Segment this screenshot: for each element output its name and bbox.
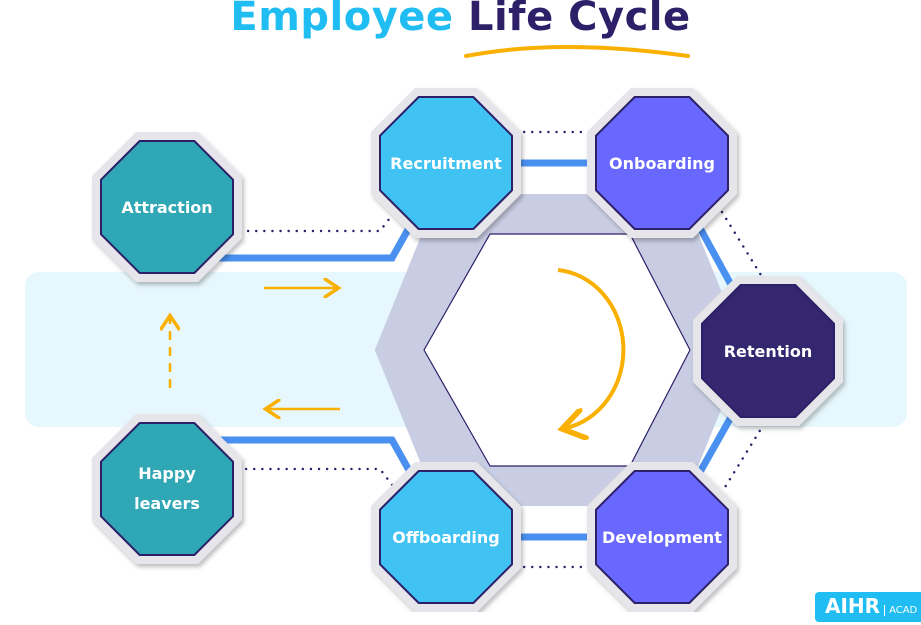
stage-node-happy-leavers: Happy leavers <box>92 414 242 564</box>
connectors <box>214 159 739 541</box>
title-part-1: Employee <box>230 0 454 40</box>
stage-node-attraction: Attraction <box>92 132 242 282</box>
stage-node-shape <box>701 284 835 418</box>
hexagon-center <box>423 233 691 467</box>
stage-label: Offboarding <box>392 528 499 547</box>
stage-label: Happy <box>138 464 196 483</box>
stage-node-shape <box>379 470 513 604</box>
stage-node-recruitment: Recruitment <box>371 88 521 238</box>
stage-label: Recruitment <box>390 154 502 173</box>
stage-node-retention: Retention <box>693 276 843 426</box>
title-underline <box>464 45 690 58</box>
stage-label: leavers <box>134 494 200 513</box>
life-cycle-diagram: Attraction Recruitment OnboardingRetention… <box>25 45 907 612</box>
stage-node-shape <box>100 140 234 274</box>
stage-label: Attraction <box>121 198 212 217</box>
stage-label: Onboarding <box>609 154 715 173</box>
stage-node-shape <box>595 96 729 230</box>
stage-node-offboarding: Offboarding <box>371 462 521 612</box>
title-part-2: Life Cycle <box>467 0 691 40</box>
stage-node-shape <box>100 422 234 556</box>
page-title: Employee Life Cycle <box>0 0 921 40</box>
cycle-arrow <box>558 268 626 428</box>
stage-node-shape <box>379 96 513 230</box>
stage-node-development: Development <box>587 462 737 612</box>
stage-label: Retention <box>724 342 813 361</box>
stage-label: Development <box>602 528 722 547</box>
dotted-connectors <box>236 130 766 569</box>
stage-node-onboarding: Onboarding <box>587 88 737 238</box>
stage-node-shape <box>595 470 729 604</box>
